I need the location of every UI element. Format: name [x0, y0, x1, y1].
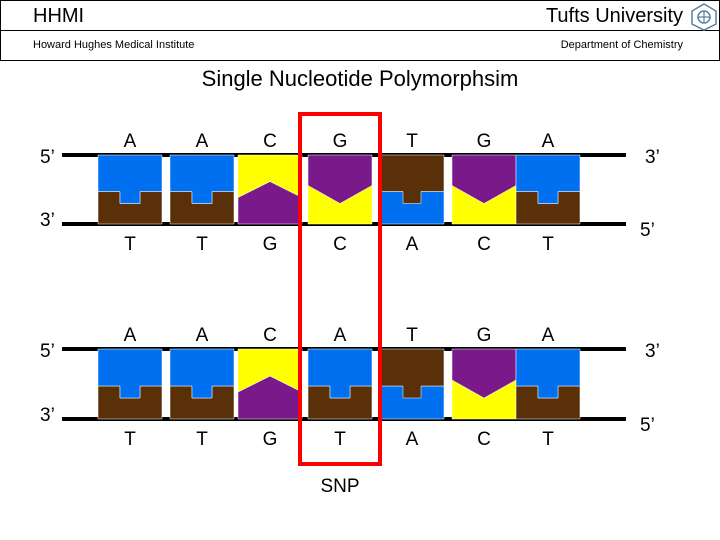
- bottom-base-label: C: [333, 234, 347, 255]
- hhmi-subtitle: Howard Hughes Medical Institute: [33, 39, 195, 51]
- bottom-base-label: G: [263, 429, 278, 450]
- top-base-label: C: [263, 131, 277, 152]
- bottom-base-label: C: [477, 429, 491, 450]
- bottom-base-label: T: [542, 429, 554, 450]
- top-base-label: A: [196, 131, 209, 152]
- top-base-block: [379, 154, 445, 204]
- top-left-end-label: 5’: [40, 147, 55, 168]
- top-base-block: [307, 348, 373, 399]
- top-base-block: [451, 348, 517, 399]
- top-base-block: [515, 348, 581, 399]
- header-top-row: HHMI Tufts University: [1, 1, 719, 31]
- bottom-base-label: T: [196, 234, 208, 255]
- top-base-block: [97, 154, 163, 204]
- top-base-block: [237, 154, 303, 198]
- top-base-label: A: [196, 325, 209, 346]
- bottom-right-end-label: 5’: [640, 415, 655, 436]
- top-right-end-label: 3’: [645, 341, 660, 362]
- bottom-base-label: C: [477, 234, 491, 255]
- top-base-label: A: [124, 131, 137, 152]
- bottom-base-label: T: [542, 234, 554, 255]
- top-base-label: A: [124, 325, 137, 346]
- top-base-label: A: [542, 131, 555, 152]
- top-left-end-label: 5’: [40, 341, 55, 362]
- bottom-base-label: T: [124, 234, 136, 255]
- top-base-label: G: [477, 325, 492, 346]
- top-base-block: [451, 154, 517, 204]
- top-base-block: [307, 154, 373, 204]
- top-base-block: [379, 348, 445, 399]
- bottom-left-end-label: 3’: [40, 405, 55, 426]
- bottom-base-label: T: [196, 429, 208, 450]
- bottom-right-end-label: 5’: [640, 220, 655, 241]
- top-base-block: [97, 348, 163, 399]
- hhmi-title: HHMI: [33, 5, 85, 27]
- tufts-logo-icon: [691, 3, 717, 31]
- top-base-label: T: [406, 131, 418, 152]
- bottom-base-label: T: [124, 429, 136, 450]
- top-base-block: [237, 348, 303, 393]
- top-base-label: G: [477, 131, 492, 152]
- top-base-block: [515, 154, 581, 204]
- bottom-base-label: G: [263, 234, 278, 255]
- top-base-label: A: [334, 325, 347, 346]
- top-base-block: [169, 154, 235, 204]
- snp-label: SNP: [320, 476, 359, 497]
- header-bar: HHMI Tufts University Howard Hughes Medi…: [0, 0, 720, 61]
- university-title: Tufts University: [545, 5, 683, 27]
- top-base-label: C: [263, 325, 277, 346]
- snp-highlight-box: [298, 112, 382, 466]
- bottom-base-label: A: [406, 429, 419, 450]
- top-base-label: A: [542, 325, 555, 346]
- bottom-left-end-label: 3’: [40, 210, 55, 231]
- bottom-base-label: A: [406, 234, 419, 255]
- slide-title: Single Nucleotide Polymorphsim: [201, 66, 519, 91]
- top-base-block: [169, 348, 235, 399]
- bottom-base-label: T: [334, 429, 346, 450]
- top-base-label: G: [333, 131, 348, 152]
- top-base-label: T: [406, 325, 418, 346]
- header-bottom-row: Howard Hughes Medical Institute Departme…: [1, 31, 719, 60]
- top-right-end-label: 3’: [645, 147, 660, 168]
- department-subtitle: Department of Chemistry: [560, 39, 683, 51]
